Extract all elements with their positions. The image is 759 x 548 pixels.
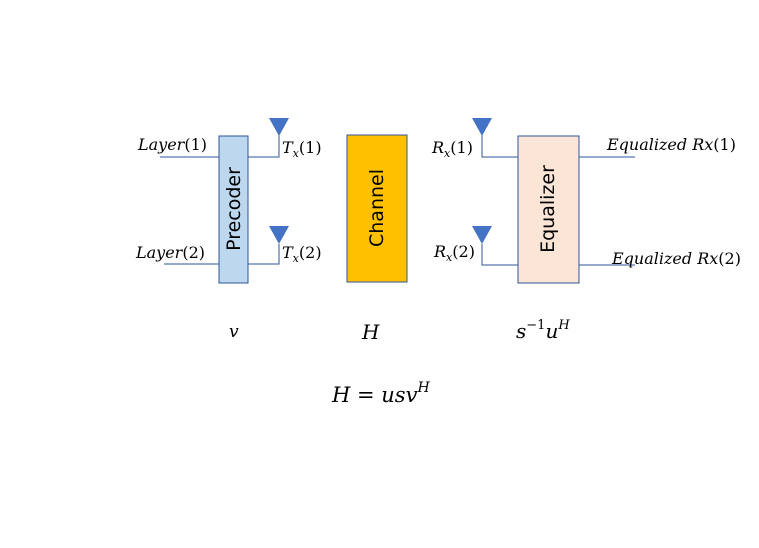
rx1-antenna-icon [472, 118, 492, 136]
channel-label: Channel [366, 169, 388, 247]
tx2-label: Tx(2) [282, 243, 322, 265]
out1-label: Equalized Rx(1) [606, 135, 736, 154]
layer2-label: Layer(2) [135, 243, 205, 262]
tx1-label: Tx(1) [282, 138, 322, 160]
tx2-wire [248, 244, 280, 265]
layer1-label: Layer(1) [137, 135, 207, 154]
tx2-antenna-icon [269, 226, 289, 244]
rx2-label: Rx(2) [433, 242, 475, 264]
svd-equation: H = usvH [331, 380, 430, 407]
equalizer-matrix-label: s−1uH [516, 318, 570, 343]
rx1-wire [481, 135, 518, 158]
rx1-label: Rx(1) [431, 138, 473, 160]
channel-matrix-label: H [361, 320, 380, 344]
tx1-antenna-icon [269, 118, 289, 136]
channel-block [346, 134, 408, 283]
out2-label: Equalized Rx(2) [611, 249, 741, 268]
equalizer-block [517, 135, 580, 284]
rx2-antenna-icon [472, 226, 492, 244]
precoder-block [218, 135, 249, 284]
precoder-matrix-label: v [229, 322, 239, 342]
equalizer-label: Equalizer [537, 165, 559, 253]
tx1-wire [248, 135, 280, 158]
rx2-wire [481, 244, 518, 266]
precoder-label: Precoder [223, 167, 245, 251]
